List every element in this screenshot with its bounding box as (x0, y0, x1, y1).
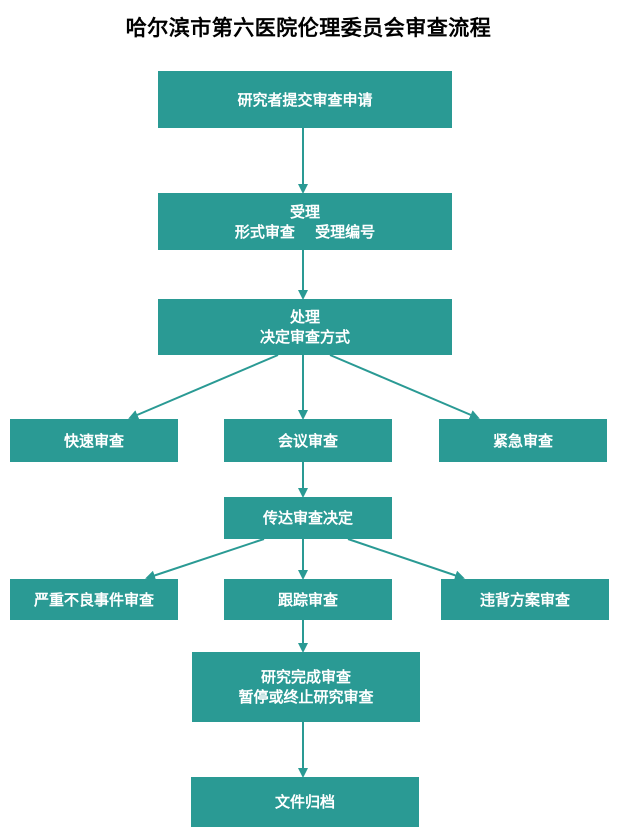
node-fast-review: 快速审查 (10, 419, 178, 462)
node-convey-decision: 传达审查决定 (224, 497, 392, 539)
node-sublabel: 形式审查 受理编号 (234, 222, 376, 241)
node-process: 处理 决定审查方式 (158, 299, 452, 355)
node-label: 快速审查 (63, 431, 124, 450)
arrow-process-to-fast (128, 354, 279, 420)
arrow-convey-to-sae (145, 538, 265, 581)
node-label: 文件归档 (274, 793, 335, 811)
node-meeting-review: 会议审查 (224, 419, 392, 462)
node-follow-review: 跟踪审查 (224, 579, 392, 620)
node-sublabel: 暂停或终止研究审查 (238, 688, 374, 706)
node-label: 严重不良事件审查 (33, 590, 154, 609)
node-archive: 文件归档 (191, 777, 419, 827)
node-label: 研究完成审查 (260, 668, 351, 686)
node-submit-application: 研究者提交审查申请 (158, 71, 452, 128)
arrow-convey-to-deviation (347, 538, 465, 581)
node-completion-review: 研究完成审查 暂停或终止研究审查 (192, 652, 420, 722)
node-label: 会议审查 (277, 431, 338, 450)
node-label: 受理 (289, 202, 320, 221)
node-label: 跟踪审查 (277, 590, 338, 609)
node-label: 研究者提交审查申请 (237, 90, 373, 109)
node-label: 紧急审查 (492, 431, 553, 450)
node-accept: 受理 形式审查 受理编号 (158, 193, 452, 250)
node-label: 违背方案审查 (479, 590, 570, 609)
node-urgent-review: 紧急审查 (439, 419, 607, 462)
page-title: 哈尔滨市第六医院伦理委员会审查流程 (125, 16, 492, 40)
arrow-process-to-urgent (329, 354, 480, 420)
node-sublabel: 决定审查方式 (259, 328, 350, 346)
node-sae-review: 严重不良事件审查 (10, 579, 178, 620)
node-deviation-review: 违背方案审查 (441, 579, 609, 620)
node-label: 传达审查决定 (262, 509, 353, 527)
node-label: 处理 (289, 308, 320, 326)
